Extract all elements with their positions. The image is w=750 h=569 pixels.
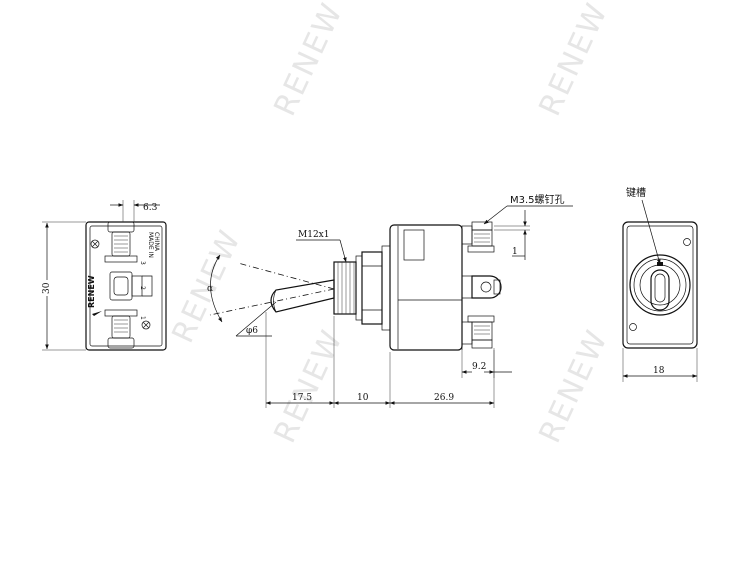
keyway-text: 键槽 xyxy=(626,186,646,199)
dim-side-height-text: 30 xyxy=(42,282,52,294)
watermark-1: RENEW xyxy=(268,0,351,121)
dim-side-height: 30 xyxy=(42,221,86,351)
mount-hole-top xyxy=(90,239,100,249)
terminal-2 xyxy=(109,271,153,301)
dim-body-text: 26.9 xyxy=(434,393,454,403)
thread-text: M12x1 xyxy=(298,230,329,240)
screw-callout: M3.5螺钉孔 xyxy=(483,194,573,225)
terminal-number-1: 1 xyxy=(139,316,146,320)
watermark-2: RENEW xyxy=(533,0,616,121)
top-view: 键槽 18 xyxy=(622,186,698,382)
angle-alpha-text: α xyxy=(207,284,213,294)
top-body-outline xyxy=(622,221,698,349)
lock-washer xyxy=(355,255,363,321)
brand-logo-swoosh-icon xyxy=(92,311,102,316)
angle-alpha: α xyxy=(207,254,223,323)
screw-text: M3.5螺钉孔 xyxy=(510,194,565,206)
diameter-callout: φ6 xyxy=(235,301,277,337)
terminal-1 xyxy=(104,309,138,349)
terminal-screw-top xyxy=(461,221,495,253)
hex-nut xyxy=(361,251,383,325)
top-mount-hole-2 xyxy=(629,323,637,331)
toggle-lever xyxy=(209,262,335,316)
keyway-callout: 键槽 xyxy=(626,186,661,265)
top-nut-outer xyxy=(629,254,691,316)
made-in-label: MADE IN xyxy=(147,232,154,258)
mount-hole-bottom xyxy=(141,320,151,330)
front-view: α φ6 M12x1 xyxy=(207,194,573,408)
dim-terminal-text: 9.2 xyxy=(472,362,486,372)
lever-centerline-rest xyxy=(237,262,335,290)
switch-body-outline xyxy=(389,224,463,351)
body-flange xyxy=(381,245,391,331)
terminal-screw-bottom xyxy=(461,315,495,349)
dim-lever-text: 17.5 xyxy=(292,393,312,403)
dim-top-width-text: 18 xyxy=(653,366,665,376)
lever-centerline-thrown xyxy=(209,288,335,316)
top-mount-hole-1 xyxy=(683,238,691,246)
terminal-number-2: 2 xyxy=(139,286,146,290)
brand-logo: RENEW xyxy=(87,275,102,316)
diameter-text: φ6 xyxy=(246,326,258,336)
dim-screw-offset: 1 xyxy=(494,210,530,260)
country-label: CHINA xyxy=(153,232,160,252)
side-body-inner xyxy=(89,225,163,347)
top-bushing xyxy=(639,264,681,306)
bushing xyxy=(333,251,383,325)
switch-body xyxy=(381,224,463,351)
terminal-3 xyxy=(104,221,138,263)
dim-terminal: 9.2 xyxy=(461,348,512,378)
top-lever xyxy=(650,269,670,311)
watermark-3: RENEW xyxy=(268,324,351,448)
terminal-lug-middle xyxy=(461,275,502,299)
dim-screw-offset-text: 1 xyxy=(512,247,518,257)
dim-chain-bottom: 17.5 10 26.9 xyxy=(265,312,495,408)
dim-top-width: 18 xyxy=(622,348,698,382)
brand-text: RENEW xyxy=(87,275,96,308)
dim-bushing-text: 10 xyxy=(357,393,369,403)
thread-callout: M12x1 xyxy=(296,230,347,263)
top-nut-inner xyxy=(633,258,687,312)
threaded-bushing xyxy=(333,261,357,315)
terminal-number-3: 3 xyxy=(139,261,146,265)
body-boss xyxy=(403,229,425,261)
top-body-inner xyxy=(626,225,694,345)
watermarks: RENEW RENEW RENEW RENEW RENEW xyxy=(166,0,616,448)
watermark-4: RENEW xyxy=(533,324,616,448)
lever-outline xyxy=(270,279,335,313)
dim-side-width-text: 6.3 xyxy=(143,203,158,213)
side-view: 3 2 1 MADE IN CHINA RENEW 6.3 30 xyxy=(42,200,167,351)
dim-side-width: 6.3 xyxy=(110,200,160,222)
